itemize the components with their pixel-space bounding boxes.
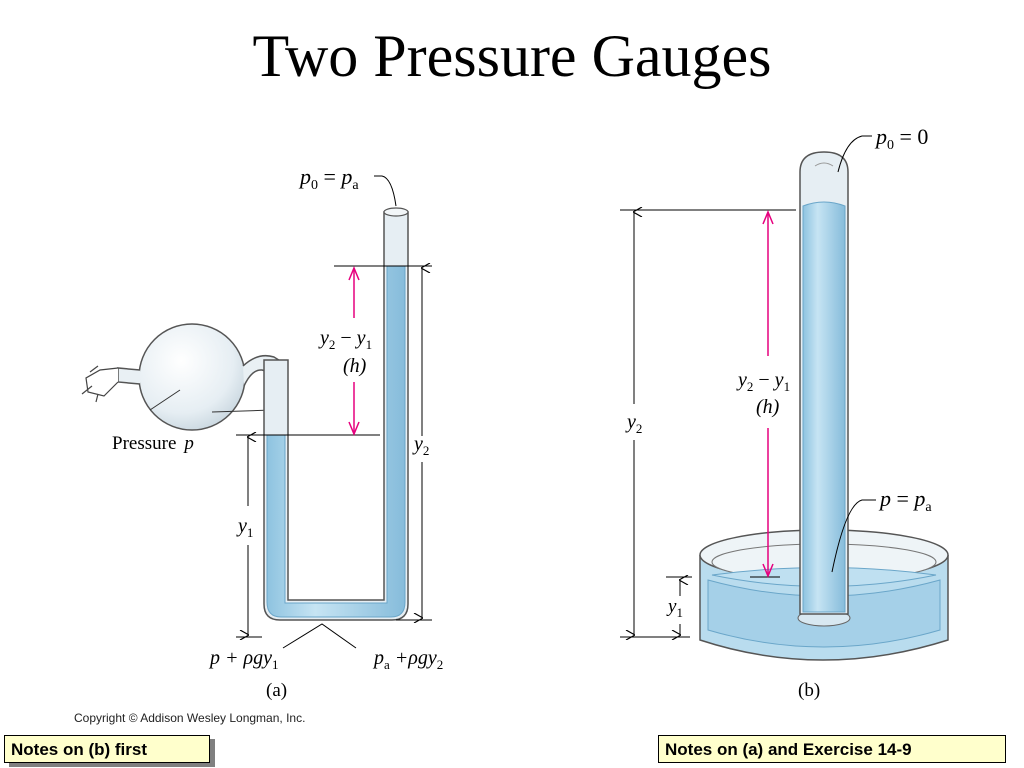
svg-text:p = pa: p = pa xyxy=(878,486,932,515)
b-y1-label: y xyxy=(666,596,677,617)
a-caption: (a) xyxy=(266,680,287,701)
b-pa-label: p xyxy=(878,486,891,511)
svg-text:y2 − y1: y2 − y1 xyxy=(736,369,790,394)
svg-text:y2: y2 xyxy=(412,433,429,458)
a-h-label-y2: y xyxy=(318,327,329,349)
a-p0-symbol: p xyxy=(298,164,311,189)
a-h-label-h: (h) xyxy=(343,355,367,377)
svg-text:pa +ρgy2: pa +ρgy2 xyxy=(372,647,443,672)
notes-on-b-button[interactable]: Notes on (b) first xyxy=(4,735,210,763)
pressure-bulb xyxy=(81,323,283,431)
svg-text:y2 − y1: y2 − y1 xyxy=(318,327,372,352)
a-y2-label: y xyxy=(412,433,423,455)
a-pressure-label: Pressure xyxy=(112,433,176,454)
svg-text:y1: y1 xyxy=(666,596,683,620)
slide-title: Two Pressure Gauges xyxy=(252,23,772,89)
b-caption: (b) xyxy=(798,680,820,701)
svg-text:p0 = pa: p0 = pa xyxy=(298,164,359,193)
b-y2-label: y xyxy=(625,411,636,433)
figure-b-barometer: p0 = 0 y2 − y1 (h) y2 y1 p = pa (b) xyxy=(620,124,949,701)
copyright-notice: Copyright © Addison Wesley Longman, Inc. xyxy=(74,711,306,725)
a-y1-label: y xyxy=(236,515,247,537)
svg-text:p + ρgy1: p + ρgy1 xyxy=(208,647,278,672)
a-left-bottom-label: p + ρgy xyxy=(208,647,272,669)
b-h-label-h: (h) xyxy=(756,396,780,418)
notes-on-a-button[interactable]: Notes on (a) and Exercise 14-9 xyxy=(658,735,1006,763)
a-right-bottom-label: p xyxy=(372,647,384,669)
svg-text:p0 = 0: p0 = 0 xyxy=(874,124,928,153)
b-p0-label: p xyxy=(874,124,887,149)
b-h-label-y2: y xyxy=(736,369,747,391)
barometer-tube-fluid xyxy=(802,201,846,613)
svg-text:y1: y1 xyxy=(236,515,253,540)
u-tube-glass xyxy=(263,211,409,621)
svg-text:y2: y2 xyxy=(625,411,642,436)
